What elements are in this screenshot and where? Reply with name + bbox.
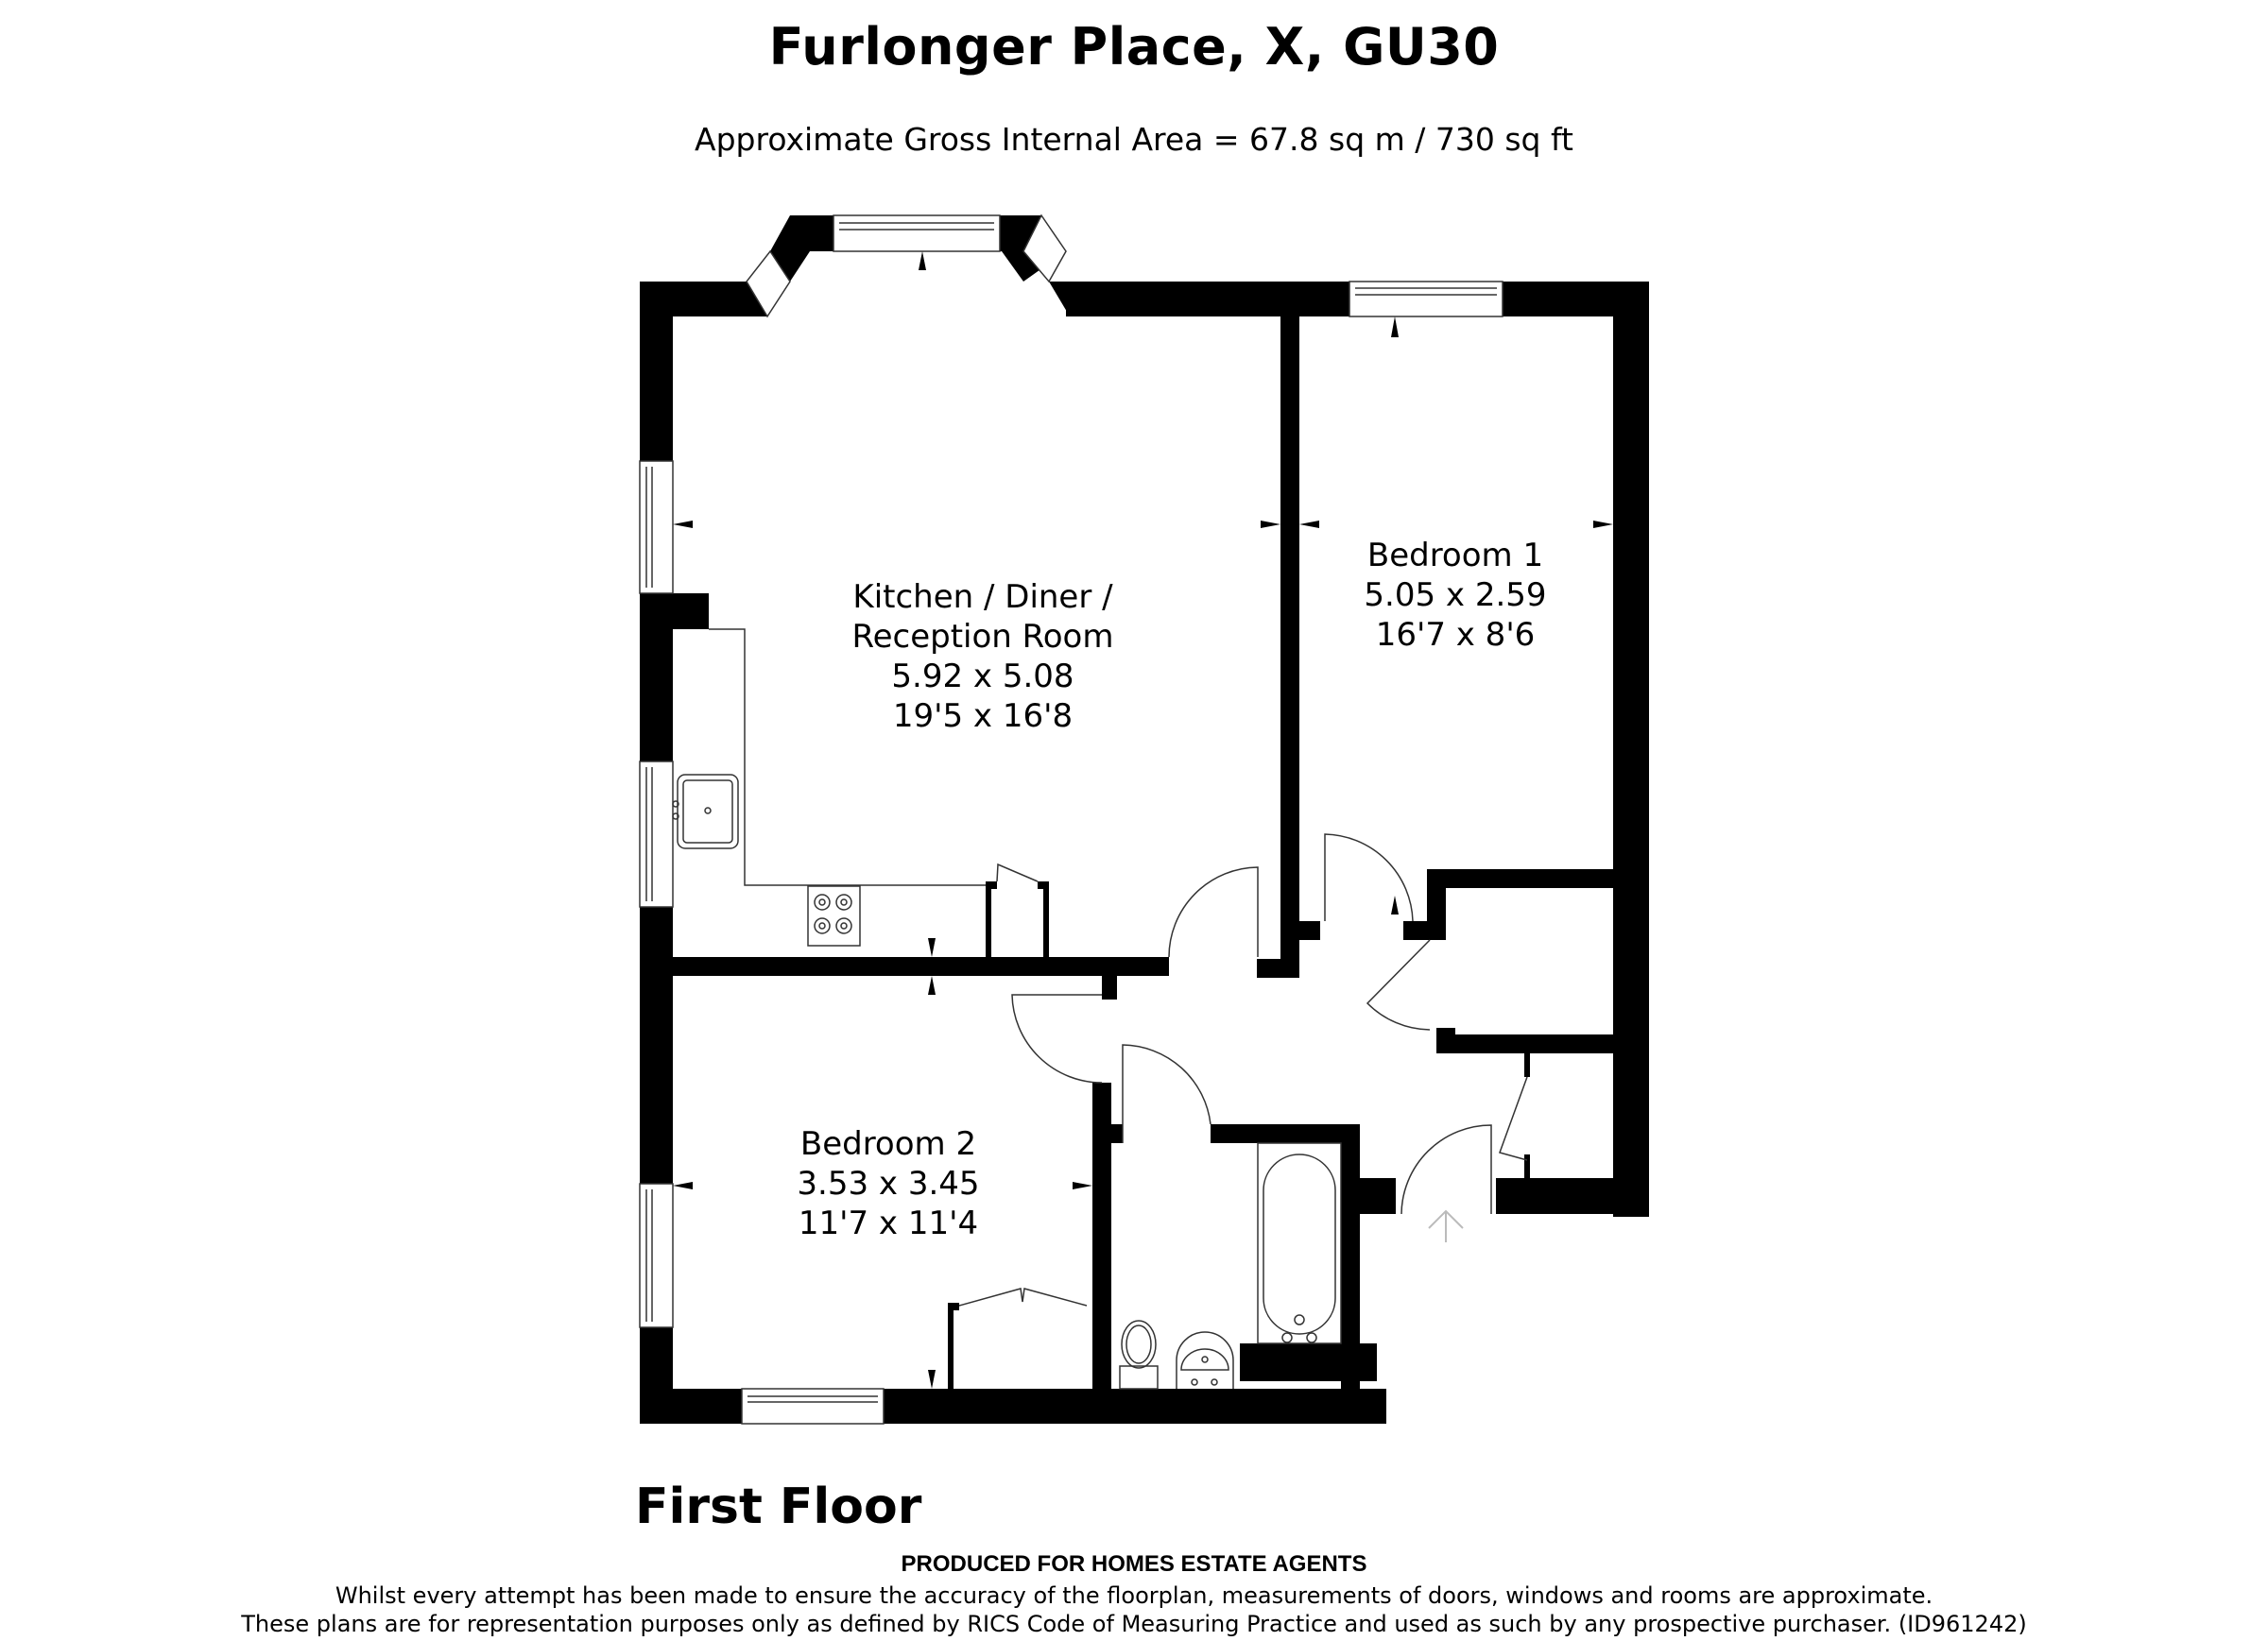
toilet-icon	[1119, 1320, 1159, 1390]
room-name: Bedroom 1	[1366, 537, 1544, 574]
window-icon	[746, 249, 791, 318]
door-swing-icon	[1011, 994, 1103, 1084]
window-icon	[639, 460, 674, 594]
disclaimer-line-1: Whilst every attempt has been made to en…	[335, 1582, 1933, 1609]
room-name: Kitchen / Diner /	[852, 578, 1113, 616]
gross-area: Approximate Gross Internal Area = 67.8 s…	[695, 121, 1573, 158]
door-swing-icon	[1122, 1044, 1211, 1143]
basin-icon	[1176, 1331, 1234, 1389]
entrance-arrow-icon	[1428, 1209, 1464, 1242]
window-icon	[639, 761, 674, 908]
fixtures	[672, 628, 1528, 1390]
plan-title: Furlonger Place, X, GU30	[768, 17, 1500, 77]
room-imperial: 16'7 x 8'6	[1375, 616, 1536, 654]
hob-icon	[807, 885, 861, 947]
bath-icon	[1257, 1142, 1342, 1344]
window-icon	[833, 214, 1001, 252]
room-metric: 5.05 x 2.59	[1364, 576, 1547, 614]
room-label-bedroom-1: Bedroom 1 5.05 x 2.59 16'7 x 8'6	[1314, 536, 1597, 655]
windows	[639, 214, 1503, 1425]
room-metric: 3.53 x 3.45	[797, 1165, 980, 1203]
room-metric: 5.92 x 5.08	[891, 658, 1074, 695]
window-icon	[1349, 281, 1503, 317]
dimension-markers	[673, 251, 1613, 1389]
room-imperial: 11'7 x 11'4	[798, 1205, 979, 1242]
window-icon	[639, 1183, 674, 1328]
room-label-bedroom-2: Bedroom 2 3.53 x 3.45 11'7 x 11'4	[747, 1124, 1030, 1243]
room-name: Reception Room	[851, 618, 1114, 656]
floor-label: First Floor	[635, 1479, 922, 1535]
walls	[640, 215, 1649, 1424]
door-swing-icon	[1400, 1124, 1492, 1215]
window-icon	[741, 1388, 885, 1425]
door-swing-icon	[1168, 866, 1259, 958]
room-name: Bedroom 2	[799, 1125, 977, 1163]
disclaimer-line-2: These plans are for representation purpo…	[241, 1611, 2027, 1637]
door-swing-icon	[1499, 1076, 1528, 1161]
room-imperial: 19'5 x 16'8	[892, 697, 1074, 735]
door-swing-icon	[1324, 833, 1414, 922]
produced-by: PRODUCED FOR HOMES ESTATE AGENTS	[901, 1551, 1367, 1577]
room-label-kitchen: Kitchen / Diner / Reception Room 5.92 x …	[784, 577, 1181, 736]
window-icon	[1022, 214, 1067, 283]
door-swing-icon	[1366, 939, 1431, 1031]
sink-icon	[672, 774, 739, 849]
